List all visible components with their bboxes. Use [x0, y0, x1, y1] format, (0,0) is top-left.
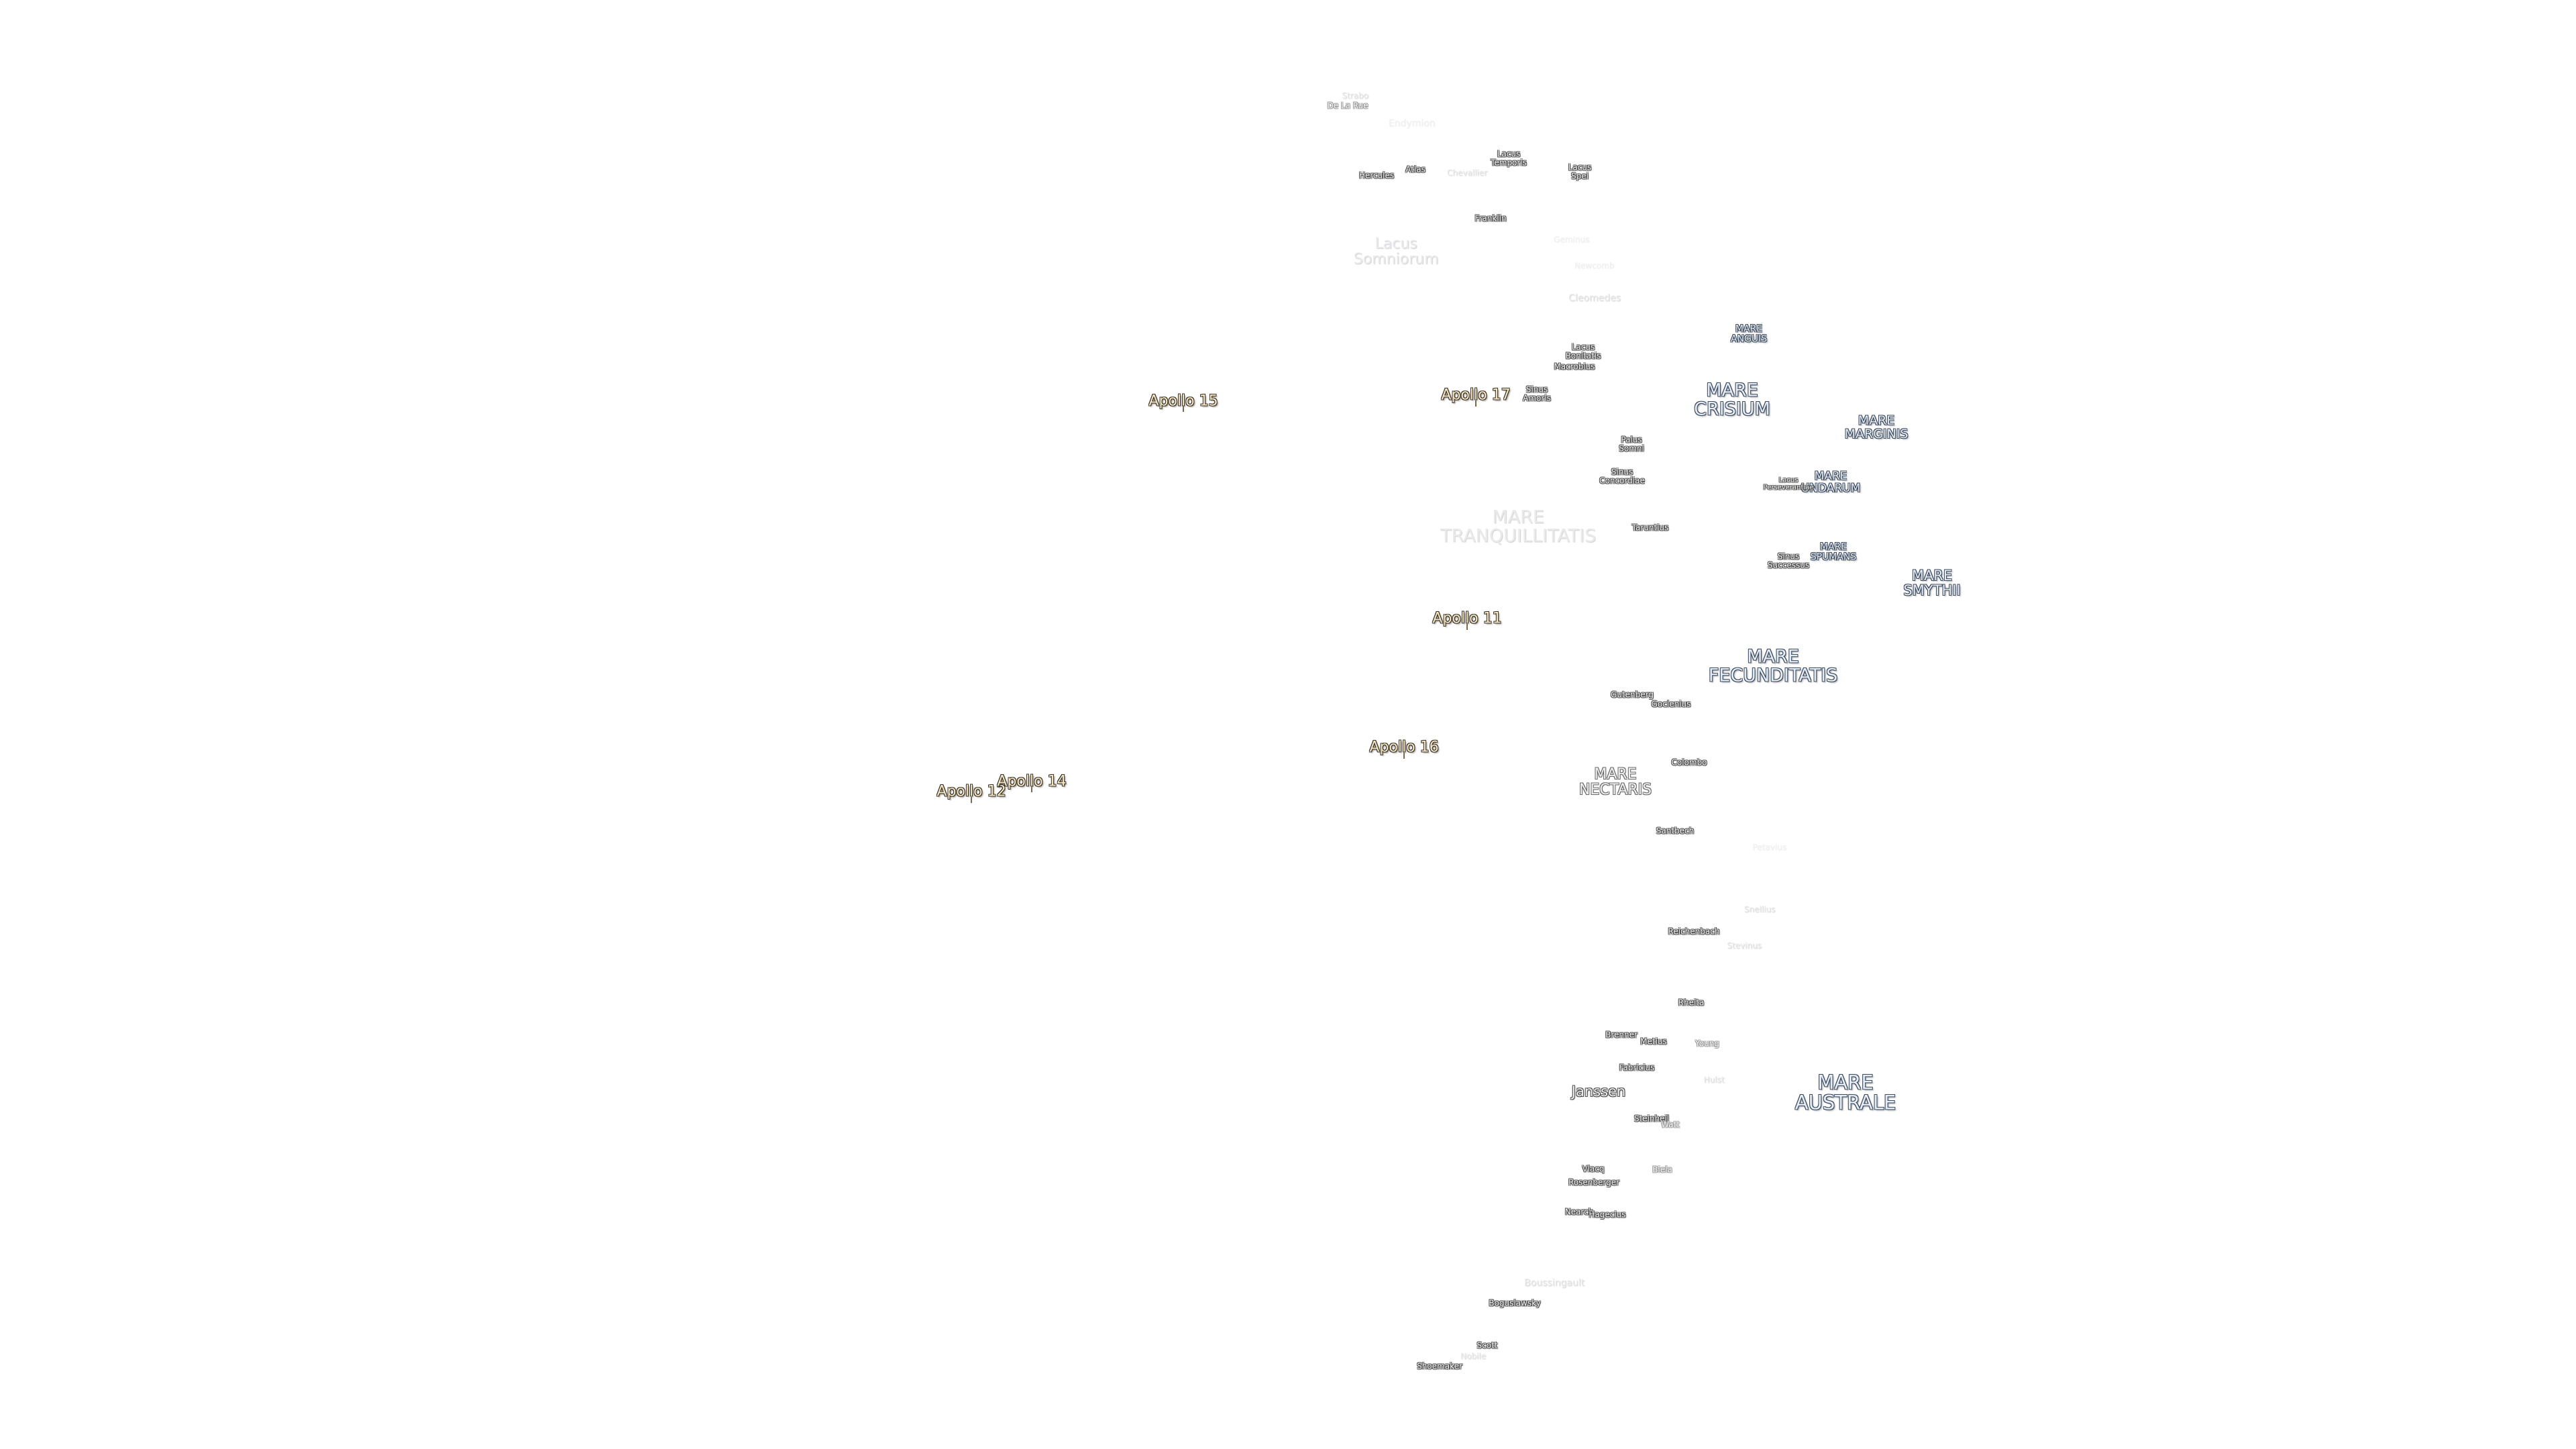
crater-boussingault-label: Boussingault: [1523, 1277, 1585, 1289]
lacus-temporis-label: Lacus Temporis: [1491, 149, 1527, 167]
apollo-12-label[interactable]: Apollo 12: [936, 783, 1006, 800]
crater-rosenberger-label: Rosenberger: [1568, 1177, 1620, 1187]
crater-scott-label: Scott: [1477, 1340, 1498, 1350]
palus-somni-label: Palus Somni: [1619, 435, 1644, 453]
crater-fabricius-label: Fabricius: [1619, 1063, 1655, 1073]
mare-smythii-label: MARE SMYTHII: [1903, 567, 1961, 598]
apollo-17-marker: [1475, 400, 1477, 407]
mare-crisium-label: MARE CRISIUM: [1694, 380, 1770, 420]
crater-colombo-label: Colombo: [1671, 757, 1707, 767]
crater-gutenberg-label: Gutenberg: [1611, 690, 1654, 700]
crater-santbech-label: Santbech: [1656, 826, 1695, 836]
sinus-successus-label: Sinus Successus: [1767, 551, 1810, 570]
crater-newcomb-label: Newcomb: [1574, 261, 1615, 271]
crater-nearch-label: Nearch: [1564, 1207, 1594, 1217]
crater-janssen-label: Janssen: [1571, 1083, 1626, 1099]
lacus-perseverantiae-label: Lacus Perseverantiae: [1763, 476, 1814, 491]
crater-goclenius-label: Goclenius: [1651, 699, 1691, 709]
crater-hercules-label: Hercules: [1358, 170, 1395, 180]
mare-australe-label: MARE AUSTRALE: [1794, 1071, 1896, 1114]
crater-brenner-label: Brenner: [1605, 1030, 1638, 1040]
apollo-16-label[interactable]: Apollo 16: [1369, 739, 1439, 756]
mare-anguis-label: MARE ANGUIS: [1730, 323, 1768, 344]
crater-hulst-label: Hulst: [1703, 1075, 1725, 1085]
mare-spumans-label: MARE SPUMANS: [1810, 541, 1857, 562]
lacus-bonitatis-label: Lacus Bonitatis: [1565, 342, 1601, 360]
crater-franklin-label: Franklin: [1474, 213, 1507, 223]
mare-marginis-label: MARE MARGINIS: [1844, 413, 1909, 441]
crater-cleomedes-label: Cleomedes: [1568, 292, 1621, 304]
crater-biela-label: Biela: [1652, 1165, 1672, 1175]
sinus-amoris-label: Sinus Amoris: [1523, 384, 1551, 402]
lacus-somniorum-label: Lacus Somniorum: [1353, 235, 1439, 268]
apollo-12-marker: [971, 797, 972, 803]
crater-endymion-label: Endymion: [1389, 118, 1436, 129]
crater-metius-label: Metius: [1640, 1036, 1667, 1046]
crater-reichenbach-label: Reichenbach: [1668, 926, 1720, 936]
mare-tranquillitatis-label: MARE TRANQUILLITATIS: [1440, 506, 1597, 547]
mare-nectaris-label: MARE NECTARIS: [1578, 765, 1652, 798]
apollo-11-label[interactable]: Apollo 11: [1432, 610, 1502, 627]
crater-strabo-label: Strabo: [1342, 91, 1368, 101]
mare-undarum-label: MARE UNDARUM: [1801, 470, 1861, 495]
apollo-15-label[interactable]: Apollo 15: [1148, 392, 1218, 410]
crater-stevinus-label: Stevinus: [1727, 941, 1762, 951]
apollo-15-marker: [1183, 406, 1184, 412]
crater-rheita-label: Rheita: [1678, 998, 1705, 1008]
crater-petavius-label: Petavius: [1752, 843, 1787, 853]
crater-hagecius-label: Hagecius: [1589, 1210, 1626, 1220]
sinus-concordiae-label: Sinus Concordiae: [1599, 467, 1645, 485]
crater-young-label: Young: [1695, 1038, 1719, 1049]
crater-boguslawsky-label: Boguslawsky: [1489, 1298, 1541, 1308]
crater-taruntius-label: Taruntius: [1631, 523, 1669, 533]
lacus-spei-label: Lacus Spei: [1568, 162, 1592, 180]
apollo-17-label[interactable]: Apollo 17: [1441, 386, 1511, 404]
apollo-11-marker: [1466, 624, 1468, 630]
apollo-14-label[interactable]: Apollo 14: [997, 773, 1067, 790]
crater-watt-label: Watt: [1661, 1120, 1680, 1130]
crater-delarue-label: De La Rue: [1327, 101, 1368, 111]
crater-chevallier-label: Chevallier: [1446, 168, 1488, 178]
crater-macrobius-label: Macrobius: [1554, 362, 1595, 372]
crater-nobile-label: Nobile: [1460, 1351, 1486, 1361]
crater-steinheil-label: Steinheil: [1633, 1114, 1670, 1124]
crater-snellius-label: Snellius: [1743, 904, 1776, 914]
crater-shoemaker-label: Shoemaker: [1417, 1361, 1462, 1371]
crater-geminus-label: Geminus: [1554, 235, 1590, 245]
crater-vlacq-label: Vlacq: [1582, 1164, 1605, 1174]
apollo-16-marker: [1403, 753, 1405, 759]
apollo-14-marker: [1031, 786, 1032, 792]
crater-atlas-label: Atlas: [1405, 164, 1426, 174]
mare-fecunditatis-label: MARE FECUNDITATIS: [1708, 646, 1838, 686]
